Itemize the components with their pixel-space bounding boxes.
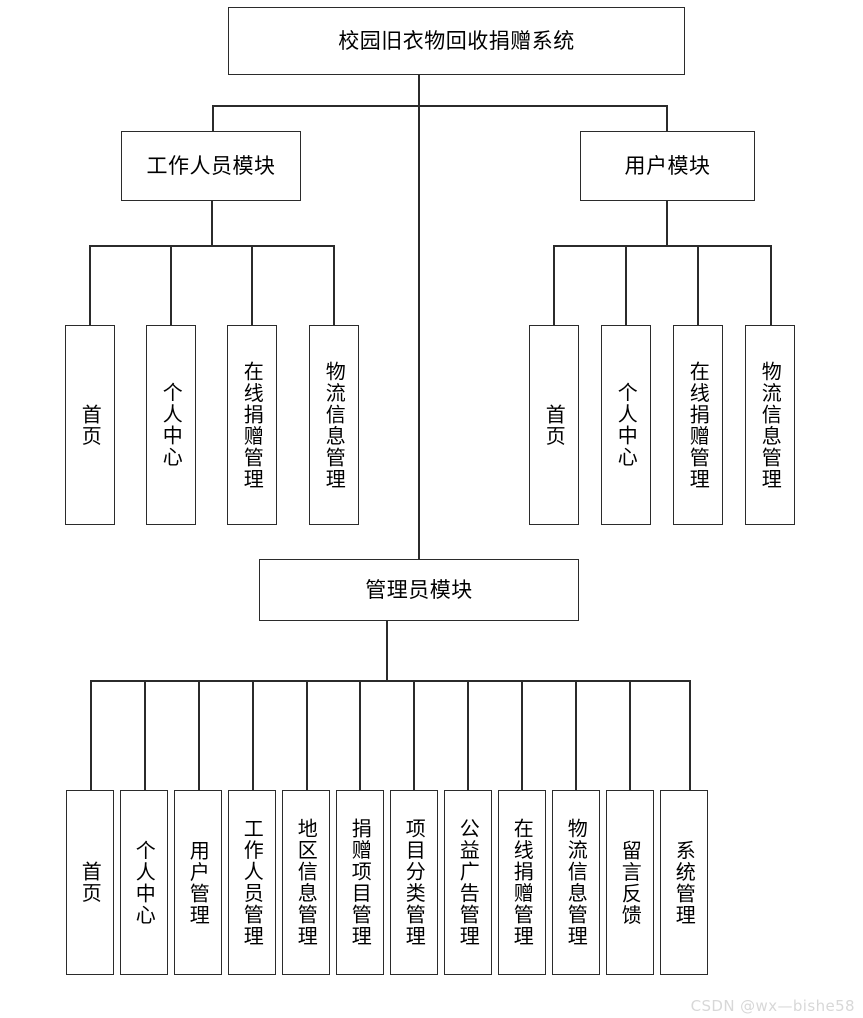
node-user-child-2[interactable]: 个人中心 (601, 325, 651, 525)
node-label: 个人中心 (159, 382, 184, 468)
connector-admin-drop-10 (575, 680, 577, 790)
connector-admin-stem (386, 621, 388, 680)
connector-level1-bar (212, 105, 668, 107)
node-label: 首页 (78, 861, 103, 904)
node-label: 用户管理 (186, 839, 211, 926)
connector-level1-drop-user (666, 105, 668, 131)
node-label: 地区信息管理 (294, 818, 319, 947)
node-admin-child-8[interactable]: 公益广告管理 (444, 790, 492, 975)
connector-user-stem (666, 201, 668, 245)
connector-staff-bar (89, 245, 334, 247)
node-label: 物流信息管理 (322, 360, 347, 490)
node-label: 个人中心 (614, 382, 639, 468)
node-user-child-1[interactable]: 首页 (529, 325, 579, 525)
connector-level1-drop-staff (212, 105, 214, 131)
node-module-admin[interactable]: 管理员模块 (259, 559, 579, 621)
node-module-user[interactable]: 用户模块 (580, 131, 755, 201)
node-user-child-4[interactable]: 物流信息管理 (745, 325, 795, 525)
connector-admin-drop-9 (521, 680, 523, 790)
node-admin-child-9[interactable]: 在线捐赠管理 (498, 790, 546, 975)
connector-admin-drop-5 (306, 680, 308, 790)
connector-admin-drop-2 (144, 680, 146, 790)
node-label: 留言反馈 (618, 839, 643, 926)
connector-user-drop-2 (625, 245, 627, 325)
connector-staff-stem (211, 201, 213, 245)
connector-staff-drop-1 (89, 245, 91, 325)
connector-admin-drop-1 (90, 680, 92, 790)
node-user-child-3[interactable]: 在线捐赠管理 (673, 325, 723, 525)
watermark-text: CSDN @wx—bishe58 (690, 997, 855, 1015)
node-admin-child-10[interactable]: 物流信息管理 (552, 790, 600, 975)
node-module-staff[interactable]: 工作人员模块 (121, 131, 301, 201)
connector-staff-drop-3 (251, 245, 253, 325)
connector-admin-drop-12 (689, 680, 691, 790)
connector-user-drop-3 (697, 245, 699, 325)
connector-staff-drop-2 (170, 245, 172, 325)
connector-user-bar (553, 245, 771, 247)
node-admin-child-7[interactable]: 项目分类管理 (390, 790, 438, 975)
connector-admin-drop-3 (198, 680, 200, 790)
connector-admin-drop-8 (467, 680, 469, 790)
node-label: 捐赠项目管理 (348, 818, 373, 947)
connector-admin-drop-7 (413, 680, 415, 790)
node-label: 项目分类管理 (402, 818, 427, 947)
node-admin-child-3[interactable]: 用户管理 (174, 790, 222, 975)
node-staff-child-3[interactable]: 在线捐赠管理 (227, 325, 277, 525)
node-label: 用户模块 (624, 153, 711, 178)
node-label: 首页 (542, 403, 567, 447)
connector-admin-drop-11 (629, 680, 631, 790)
node-label: 个人中心 (132, 839, 157, 926)
node-label: 在线捐赠管理 (240, 360, 265, 490)
node-admin-child-5[interactable]: 地区信息管理 (282, 790, 330, 975)
node-admin-child-4[interactable]: 工作人员管理 (228, 790, 276, 975)
node-staff-child-2[interactable]: 个人中心 (146, 325, 196, 525)
node-label: 在线捐赠管理 (510, 818, 535, 947)
node-admin-child-2[interactable]: 个人中心 (120, 790, 168, 975)
connector-root-trunk (418, 75, 420, 559)
node-admin-child-1[interactable]: 首页 (66, 790, 114, 975)
node-label: 校园旧衣物回收捐赠系统 (338, 28, 575, 53)
node-label: 首页 (78, 403, 103, 447)
node-label: 系统管理 (672, 839, 697, 926)
node-label: 在线捐赠管理 (686, 360, 711, 490)
connector-user-drop-4 (770, 245, 772, 325)
node-staff-child-1[interactable]: 首页 (65, 325, 115, 525)
connector-admin-bar (90, 680, 690, 682)
node-staff-child-4[interactable]: 物流信息管理 (309, 325, 359, 525)
node-label: 工作人员模块 (146, 153, 276, 178)
node-label: 工作人员管理 (240, 818, 265, 947)
node-admin-child-11[interactable]: 留言反馈 (606, 790, 654, 975)
node-label: 物流信息管理 (758, 360, 783, 490)
node-label: 公益广告管理 (456, 818, 481, 947)
node-root-system[interactable]: 校园旧衣物回收捐赠系统 (228, 7, 685, 75)
node-label: 管理员模块 (365, 577, 473, 602)
node-admin-child-6[interactable]: 捐赠项目管理 (336, 790, 384, 975)
connector-user-drop-1 (553, 245, 555, 325)
node-label: 物流信息管理 (564, 818, 589, 947)
connector-admin-drop-4 (252, 680, 254, 790)
connector-staff-drop-4 (333, 245, 335, 325)
node-admin-child-12[interactable]: 系统管理 (660, 790, 708, 975)
connector-admin-drop-6 (359, 680, 361, 790)
